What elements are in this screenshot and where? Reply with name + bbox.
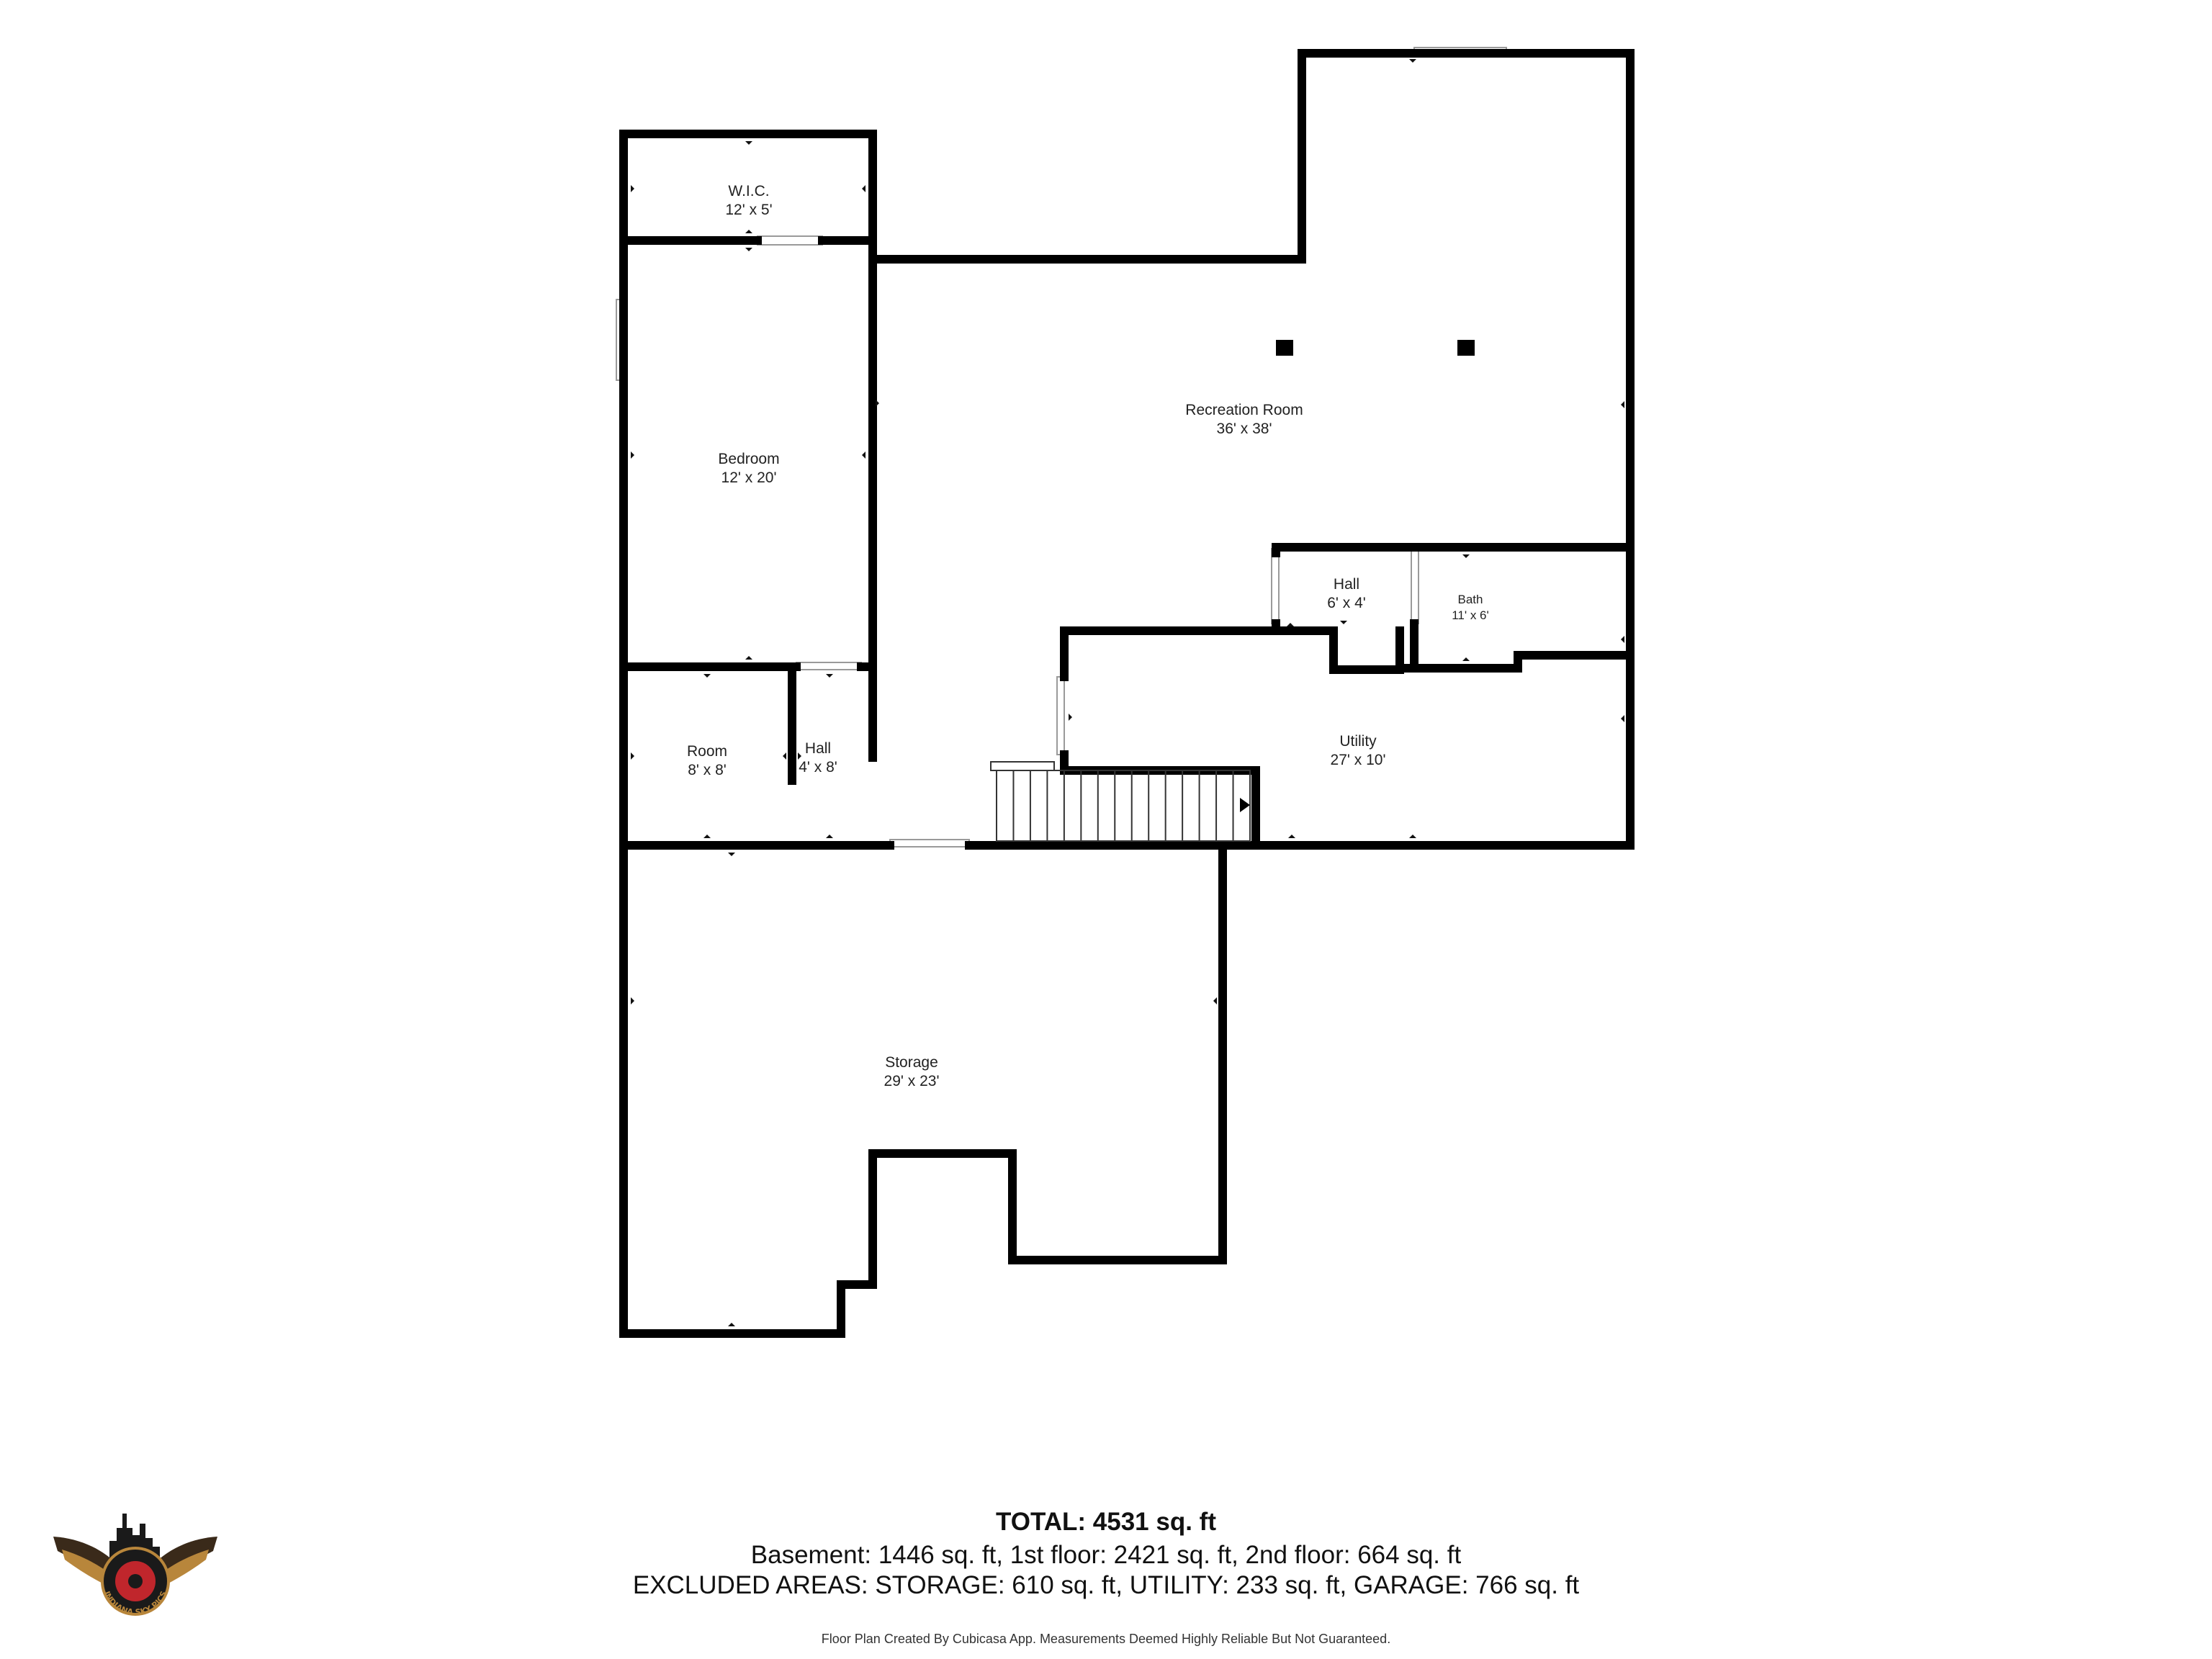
door-hall-left (1271, 548, 1280, 624)
room-size-bath: 11' x 6' (1452, 608, 1489, 622)
dimension-tick (1340, 621, 1347, 624)
dimension-tick (783, 752, 786, 760)
wall-main-outline (619, 49, 1635, 850)
room-size-room: 8' x 8' (688, 762, 727, 778)
room-name-storage: Storage (885, 1054, 938, 1071)
floor-breakdown: Basement: 1446 sq. ft, 1st floor: 2421 s… (750, 1541, 1462, 1569)
dimension-tick (1288, 835, 1295, 838)
stair-landing (990, 761, 1055, 771)
room-name-wic: W.I.C. (728, 183, 769, 199)
column-right (1457, 340, 1475, 356)
dimension-tick (631, 752, 634, 760)
dimension-tick (1409, 59, 1416, 63)
winged-camera-skyline-logo: INDIANA SKY PICS (53, 1514, 217, 1617)
door-utility-left (1056, 676, 1065, 755)
room-size-utility: 27' x 10' (1331, 752, 1386, 768)
stair-arrow-icon (1240, 798, 1250, 812)
dimension-tick (1462, 554, 1470, 558)
dimension-tick (1621, 401, 1624, 408)
wall-hall-right (1395, 626, 1635, 673)
door-recreation-storage (889, 839, 970, 848)
room-name-utility: Utility (1339, 733, 1377, 750)
dimension-tick (745, 656, 752, 660)
walls (619, 49, 1635, 1338)
dimension-tick (1069, 714, 1072, 721)
dimension-tick (798, 752, 801, 760)
room-labels: W.I.C. 12' x 5' Bedroom 12' x 20' Recreati… (687, 183, 1489, 1089)
wall-storage-outline (619, 841, 1227, 1338)
openings (616, 47, 1507, 848)
dimension-tick (631, 185, 634, 192)
dimension-tick (745, 248, 752, 251)
dimension-tick (728, 1323, 735, 1326)
room-name-room: Room (687, 743, 727, 760)
dimension-tick (1621, 715, 1624, 722)
column-left (1276, 340, 1293, 356)
right-wing-gold-icon (158, 1550, 209, 1587)
dimension-tick (1213, 997, 1217, 1004)
room-size-recreation: 36' x 38' (1217, 421, 1272, 437)
room-size-storage: 29' x 23' (884, 1073, 940, 1089)
total-area: TOTAL: 4531 sq. ft (996, 1508, 1216, 1536)
stairs (990, 761, 1251, 842)
dimension-tick (826, 835, 833, 838)
dimension-ticks (631, 59, 1624, 1326)
dimension-tick (1621, 636, 1624, 643)
door-wic-bedroom (757, 235, 823, 246)
left-wing-icon (53, 1537, 114, 1575)
dimension-tick (745, 141, 752, 145)
dimension-tick (728, 853, 735, 856)
room-size-hall-lower: 4' x 8' (799, 759, 837, 775)
right-wing-icon (157, 1537, 217, 1575)
camera-center-icon (128, 1574, 143, 1588)
left-wing-gold-icon (62, 1550, 112, 1587)
room-size-wic: 12' x 5' (725, 202, 772, 218)
dimension-tick (1287, 623, 1294, 626)
svg-text:W.I.C.12' x 5': W.I.C. 12' x 5' (725, 183, 772, 218)
room-name-bedroom: Bedroom (718, 451, 779, 467)
room-name-hall-upper: Hall (1334, 576, 1359, 593)
excluded-areas: EXCLUDED AREAS: STORAGE: 610 sq. ft, UTI… (632, 1571, 1580, 1599)
dimension-tick (631, 451, 634, 459)
room-name-bath: Bath (1458, 593, 1483, 606)
dimension-tick (826, 674, 833, 678)
room-name-recreation: Recreation Room (1185, 402, 1303, 418)
dimension-tick (631, 997, 634, 1004)
door-hall-room (796, 662, 862, 670)
dimension-tick (703, 835, 711, 838)
dimension-tick (1462, 657, 1470, 661)
stair-frame (996, 770, 1251, 842)
door-hall-right (1411, 548, 1419, 624)
dimension-tick (862, 185, 866, 192)
room-size-hall-upper: 6' x 4' (1327, 595, 1366, 611)
disclaimer: Floor Plan Created By Cubicasa App. Meas… (821, 1632, 1391, 1646)
skyline-icon (109, 1514, 160, 1560)
room-name-hall-lower: Hall (805, 740, 831, 757)
dimension-tick (745, 230, 752, 233)
dimension-tick (1409, 835, 1416, 838)
room-size-bedroom: 12' x 20' (721, 469, 777, 486)
dimension-tick (862, 451, 866, 459)
dimension-tick (703, 674, 711, 678)
dimension-tick (876, 400, 879, 407)
